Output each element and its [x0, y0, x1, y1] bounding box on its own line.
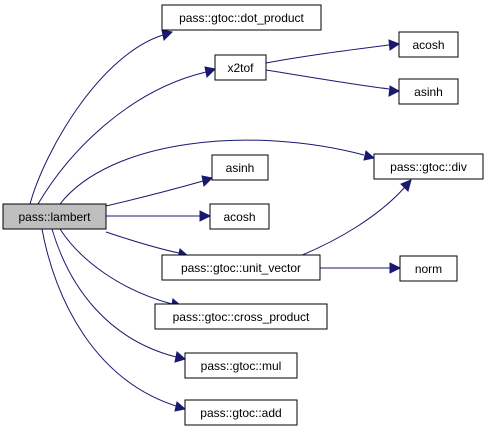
node-label: norm: [415, 262, 442, 276]
edge-unit-vector-norm: [320, 262, 402, 274]
node-mul[interactable]: pass::gtoc::mul: [184, 352, 298, 379]
edge-x2tof-acosh: [265, 39, 401, 64]
edge-unit-vector-div: [294, 179, 412, 259]
edge-lambert-unit-vector: [105, 231, 190, 259]
node-acosh-x2tof[interactable]: acosh: [398, 31, 459, 58]
node-dot-product[interactable]: pass::gtoc::dot_product: [161, 4, 322, 31]
node-asinh-x2tof[interactable]: asinh: [398, 78, 459, 105]
node-label: pass::gtoc::mul: [201, 359, 282, 373]
edge-lambert-asinh: [105, 175, 214, 207]
node-cross-product[interactable]: pass::gtoc::cross_product: [154, 303, 328, 330]
node-asinh[interactable]: asinh: [211, 154, 269, 181]
edge-x2tof-asinh: [265, 69, 401, 97]
node-add[interactable]: pass::gtoc::add: [184, 399, 298, 426]
node-norm[interactable]: norm: [399, 255, 458, 282]
edge-lambert-div: [59, 139, 376, 205]
node-label: pass::lambert: [18, 210, 91, 224]
edge-lambert-acosh: [106, 210, 212, 222]
node-label: acosh: [223, 210, 255, 224]
node-unit-vector[interactable]: pass::gtoc::unit_vector: [161, 254, 321, 281]
node-label: acosh: [412, 38, 444, 52]
node-label: pass::gtoc::unit_vector: [181, 261, 301, 275]
node-lambert[interactable]: pass::lambert: [2, 203, 107, 230]
edge-lambert-dot-product: [29, 29, 174, 205]
node-label: pass::gtoc::cross_product: [173, 310, 310, 324]
edge-lambert-add: [41, 228, 187, 412]
node-div[interactable]: pass::gtoc::div: [373, 153, 484, 180]
node-label: pass::gtoc::add: [200, 406, 281, 420]
node-x2tof[interactable]: x2tof: [214, 54, 267, 81]
node-label: x2tof: [227, 61, 254, 75]
node-label: asinh: [226, 161, 255, 175]
edge-lambert-x2tof: [37, 66, 217, 205]
node-label: asinh: [414, 85, 443, 99]
node-label: pass::gtoc::div: [390, 160, 467, 174]
node-label: pass::gtoc::dot_product: [179, 11, 304, 25]
edge-lambert-mul: [51, 228, 187, 363]
node-acosh[interactable]: acosh: [209, 203, 270, 230]
